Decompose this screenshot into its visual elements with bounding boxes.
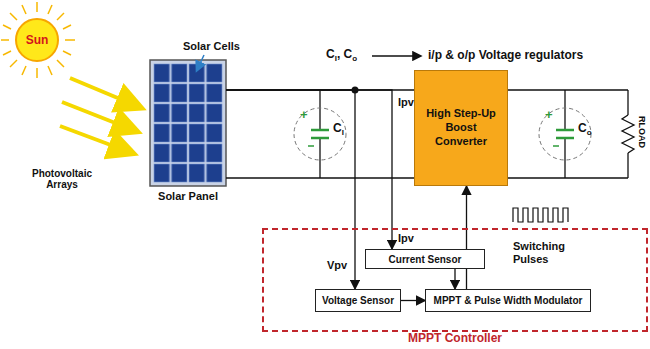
subscript: o	[587, 128, 592, 137]
heading-text: i/p & o/p Voltage regulators	[428, 49, 583, 62]
subscript: I	[342, 128, 344, 137]
component-name: CI	[333, 122, 344, 138]
node-title: High Step-Up Boost Converter	[419, 107, 503, 148]
input-wiring	[226, 90, 415, 178]
heading-arrow	[372, 55, 420, 56]
sensor-box: Voltage Sensor	[315, 289, 401, 312]
pulse-waveform	[513, 208, 568, 222]
signal-name: Vpv	[326, 259, 348, 272]
wire-connector	[226, 90, 392, 249]
label-text: C	[578, 121, 587, 135]
sensor-box: Current Sensor	[365, 249, 485, 269]
sun-circle: Sun	[15, 18, 59, 62]
leader-line	[197, 55, 204, 70]
subscript: o	[352, 54, 357, 63]
node-title: MPPT & Pulse Width Modulator	[434, 295, 583, 306]
subscript: I	[335, 54, 337, 63]
polarity-sign: +	[545, 108, 553, 122]
label-text: , C	[337, 47, 352, 61]
node-title: Solar Panel	[158, 190, 218, 202]
part-name: Photovoltaic Arrays	[20, 168, 104, 190]
node-title: Sun	[26, 33, 49, 47]
label-text: C	[326, 47, 335, 61]
node-title: Current Sensor	[389, 254, 462, 265]
signal-name: Ipv	[397, 232, 415, 245]
node-title: Voltage Sensor	[322, 295, 394, 306]
polarity-sign: +	[300, 108, 308, 122]
modulator-box: MPPT & Pulse Width Modulator	[425, 289, 591, 312]
label-text: C	[333, 121, 342, 135]
heading-text: CI, Co	[326, 48, 357, 64]
signal-name: Switching Pulses	[512, 240, 578, 265]
solar-panel: Solar Panel	[150, 60, 226, 186]
output-wiring	[507, 90, 634, 178]
solar-panel-frame	[150, 60, 226, 186]
node-title: MPPT Controller	[408, 331, 502, 345]
output-capacitor	[539, 108, 591, 160]
part-name: Solar Cells	[183, 40, 240, 52]
input-capacitor	[294, 108, 346, 160]
wire-connector	[466, 186, 467, 289]
sun-rays	[1, 2, 75, 78]
light-arrows	[60, 78, 132, 150]
component-name: RLOAD	[636, 116, 646, 148]
wire-connector	[226, 90, 355, 289]
solar-cells	[153, 63, 223, 183]
converter-box: High Step-Up Boost Converter	[414, 70, 508, 186]
wire-connector	[401, 300, 425, 301]
component-name: Co	[578, 122, 592, 138]
wire-connector	[454, 269, 455, 289]
controller-region: MPPT ControllerCurrent SensorVoltage Sen…	[262, 228, 648, 332]
signal-name: Ipv	[398, 96, 414, 108]
